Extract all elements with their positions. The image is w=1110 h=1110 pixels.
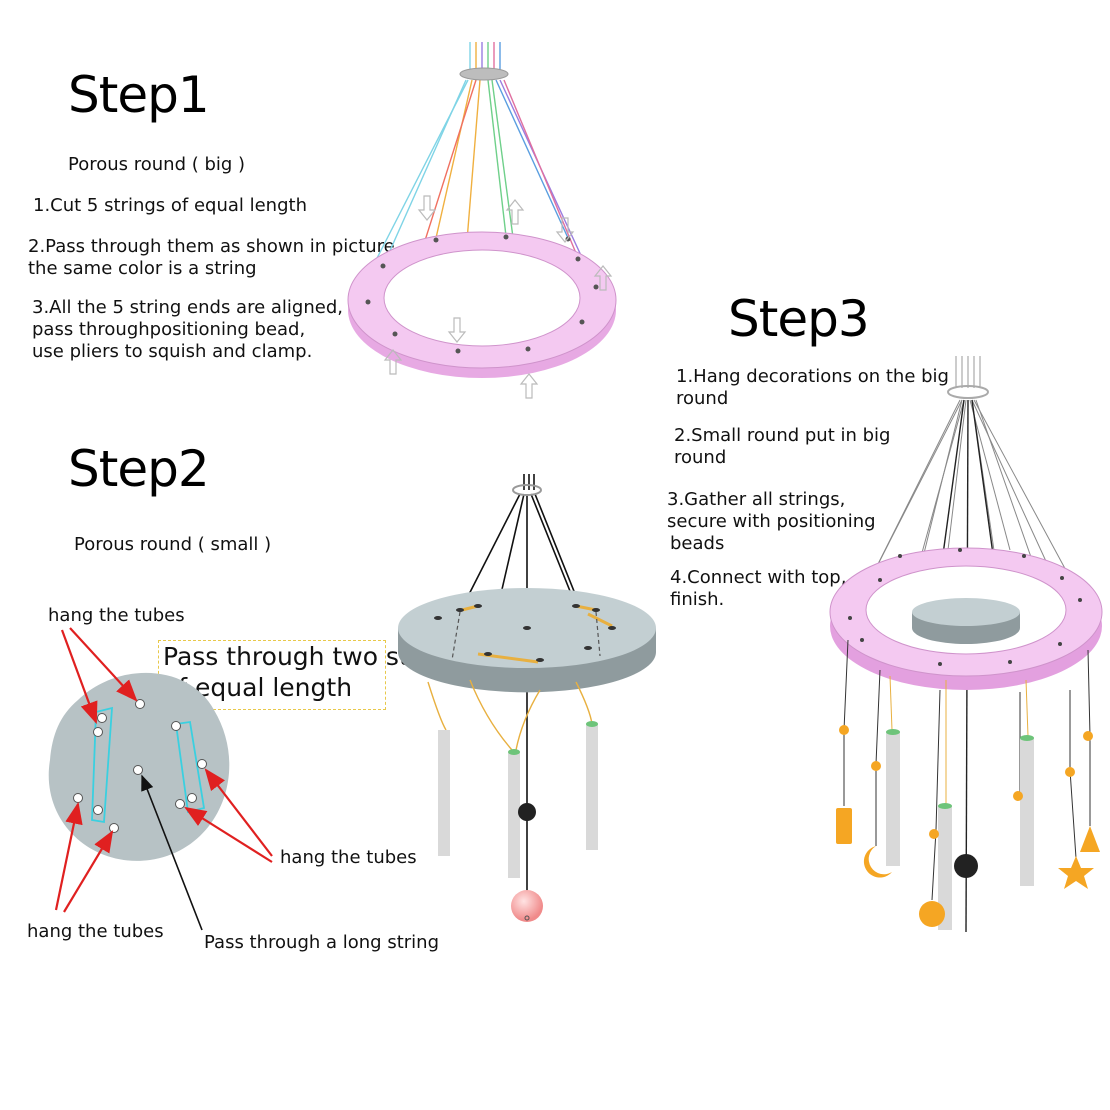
step3-sun-decoration [919, 901, 945, 927]
step3-moon-decoration-1 [863, 846, 892, 878]
step3-black-bead [954, 854, 978, 878]
step2-black-bead [518, 803, 536, 821]
step3-instruction-4b: finish. [670, 589, 725, 610]
step2-subtitle: Porous round ( small ) [74, 534, 272, 555]
step3-tube-1-cap [886, 729, 900, 735]
step3-instruction-3c: beads [670, 533, 725, 554]
step3-tube-2-cap [938, 803, 952, 809]
step3-wind-chime [829, 356, 1103, 933]
step3-cylinder-decoration [836, 808, 852, 844]
step1-top-bead [459, 67, 509, 81]
step2-tube-3-cap [586, 721, 598, 727]
step2-tube-2-cap [508, 749, 520, 755]
step3-tube-2 [938, 806, 952, 930]
step3-cone-decoration [1080, 826, 1100, 852]
step1-instruction-2b: the same color is a string [28, 258, 257, 279]
step3-small-disc-top [912, 598, 1020, 626]
step1-instruction-1: 1.Cut 5 strings of equal length [33, 195, 307, 216]
step3-tube-3 [1020, 738, 1034, 886]
step1-ring-holes [365, 234, 599, 354]
step2-pink-ball [511, 890, 543, 922]
step2-top-bead [512, 484, 542, 496]
step3-instruction-2b: round [674, 447, 727, 468]
label-long-string: Pass through a long string [204, 932, 439, 953]
step3-instruction-1a: 1.Hang decorations on the big [676, 366, 949, 387]
step2-tube-loops [427, 679, 593, 751]
step2-hidden-strings [451, 611, 601, 661]
black-arrow-long-string [141, 774, 203, 931]
step3-ring-holes [848, 548, 1082, 666]
red-arrows [54, 627, 273, 913]
step3-star-decoration [1058, 856, 1094, 889]
label-hang-tubes-right: hang the tubes [280, 847, 417, 868]
step3-top-bead [947, 385, 989, 399]
label-hang-tubes-bottom: hang the tubes [27, 921, 164, 942]
step1-instruction-3a: 3.All the 5 string ends are aligned, [32, 297, 343, 318]
step2-title: Step2 [68, 440, 210, 498]
step1-direction-arrows [383, 195, 613, 399]
step2-disc-assembly [398, 474, 656, 922]
step1-instruction-2a: 2.Pass through them as shown in picture [28, 236, 395, 257]
step1-big-ring-diagram [347, 42, 617, 399]
step1-ring-hole [383, 249, 581, 347]
step3-instruction-3a: 3.Gather all strings, [667, 489, 846, 510]
cyan-outline-left [91, 706, 113, 824]
disc-holes [73, 699, 207, 833]
step1-title: Step1 [68, 66, 210, 124]
step2-disc-holes [434, 604, 616, 662]
step3-title: Step3 [728, 290, 870, 348]
step1-instruction-3b: pass throughpositioning bead, [32, 319, 306, 340]
step3-top-strings [955, 356, 981, 388]
step1-subtitle: Porous round ( big ) [68, 154, 246, 175]
step3-tube-1 [886, 732, 900, 866]
step3-instruction-2a: 2.Small round put in big [674, 425, 891, 446]
step3-tube-3-cap [1020, 735, 1034, 741]
step2-tube-2 [508, 752, 520, 878]
step3-instruction-1b: round [676, 388, 729, 409]
step3-instruction-4a: 4.Connect with top, [670, 567, 847, 588]
step3-orange-beads [839, 725, 1093, 839]
step2-ball-ring [524, 915, 530, 921]
step2-small-disc-top-view [48, 627, 273, 931]
step2-tube-1 [438, 730, 450, 856]
label-hang-tubes-top: hang the tubes [48, 605, 185, 626]
step3-instruction-3b: secure with positioning [667, 511, 876, 532]
step3-yellow-strings [889, 675, 1029, 806]
step1-instruction-3c: use pliers to squish and clamp. [32, 341, 313, 362]
step2-tube-3 [586, 724, 598, 850]
